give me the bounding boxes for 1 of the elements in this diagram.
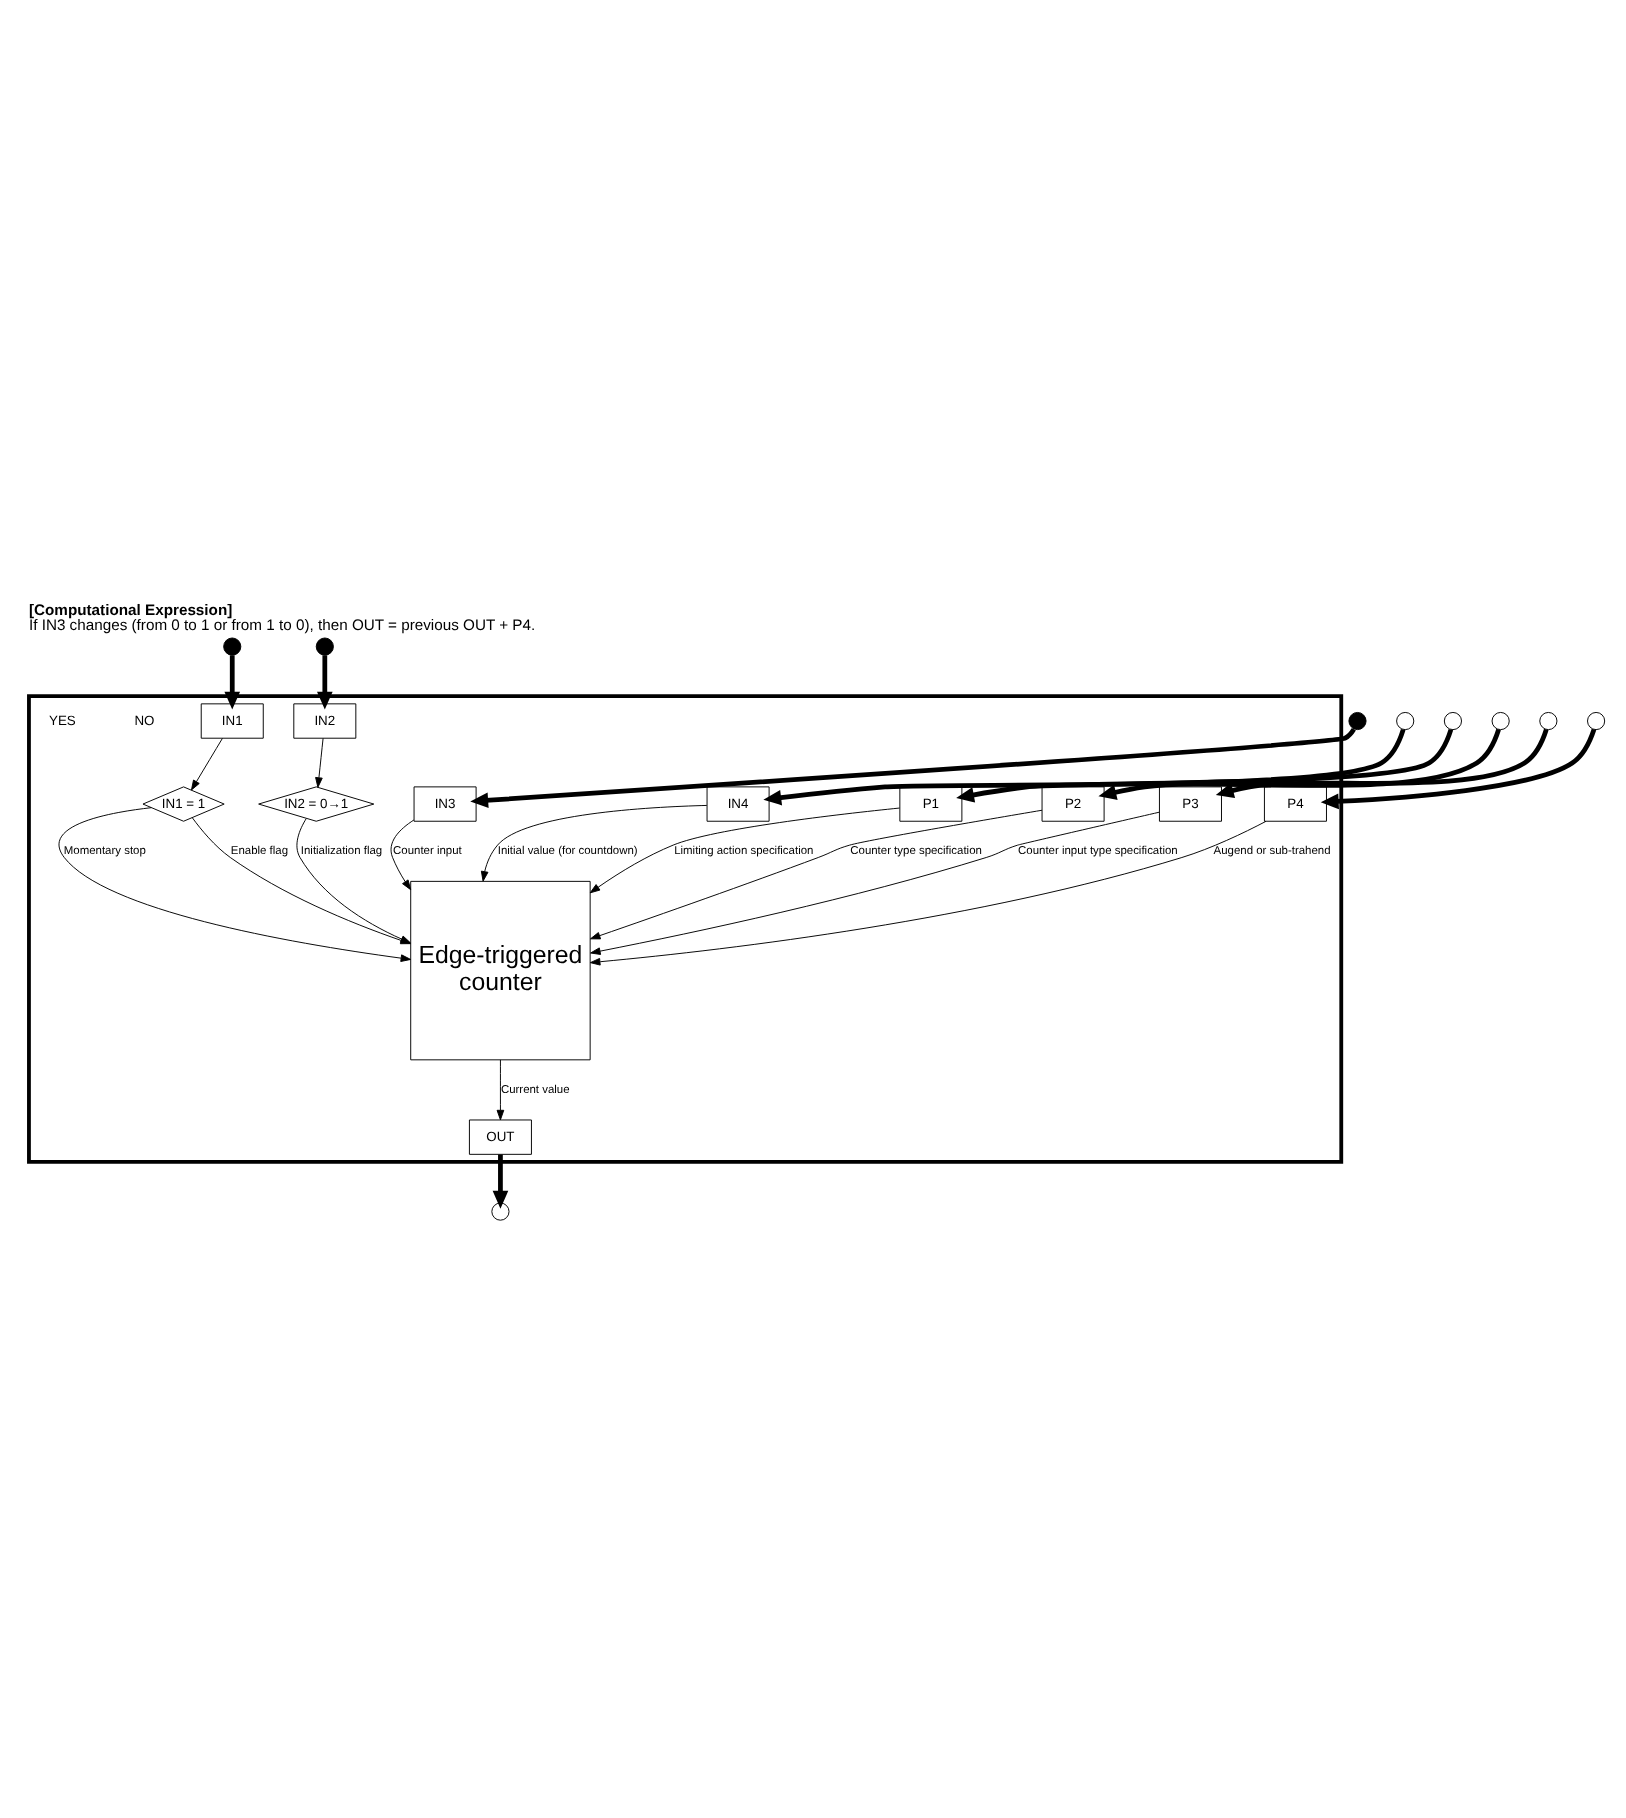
diagram-title: [Computational Expression] xyxy=(28,599,233,618)
